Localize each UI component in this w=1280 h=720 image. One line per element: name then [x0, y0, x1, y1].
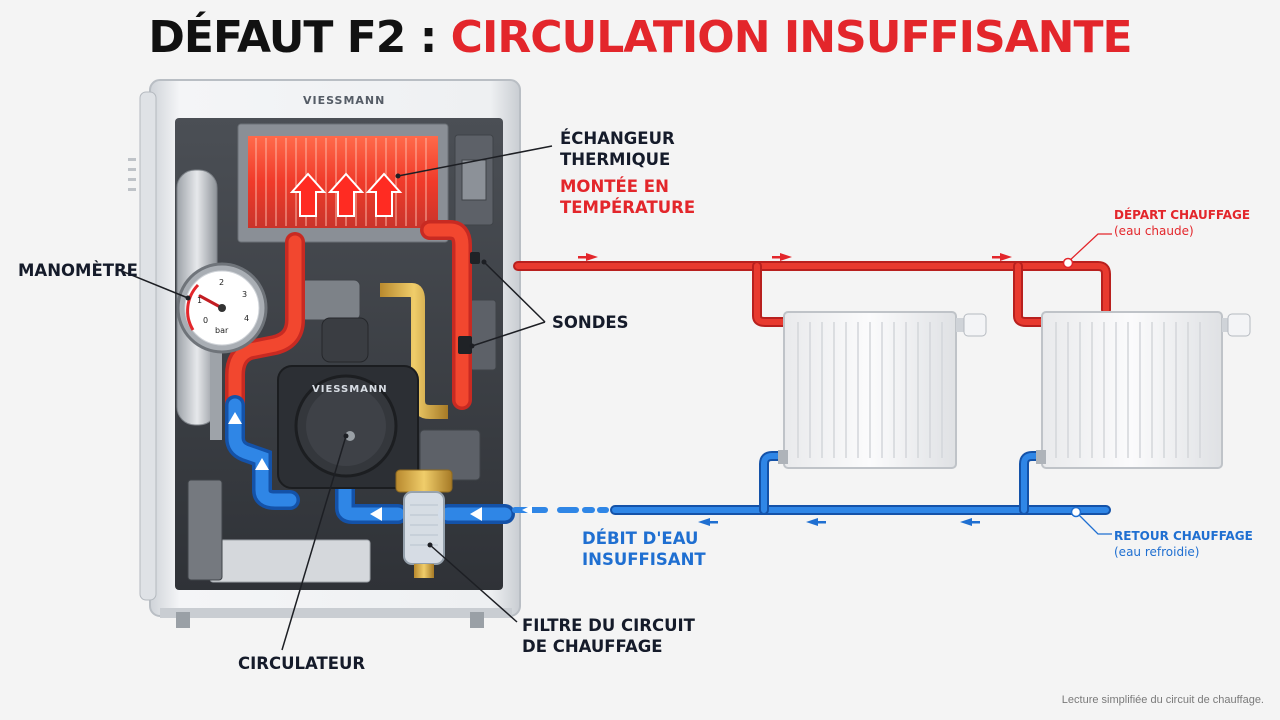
label-filtre-line1: FILTRE DU CIRCUIT [522, 616, 695, 635]
label-manometre: MANOMÈTRE [18, 261, 138, 280]
circuit-label-dots [1062, 257, 1082, 518]
gauge-tick-3: 3 [242, 290, 248, 299]
circuit-label-lines [1067, 233, 1112, 535]
title-fault-description: CIRCULATION INSUFFISANTE [450, 12, 1133, 63]
gauge-tick-1: 1 [197, 296, 203, 305]
gauge-tick-2: 2 [219, 278, 225, 287]
brass-pipe [380, 283, 448, 419]
label-echangeur: ÉCHANGEUR THERMIQUE [560, 128, 675, 170]
label-debit-line1: DÉBIT D'EAU [582, 529, 699, 548]
return-line [512, 451, 1111, 515]
supply-flow-arrows [578, 253, 1012, 261]
heating-filter [395, 469, 453, 578]
boiler-hot-pipe [225, 220, 472, 415]
footnote: Lecture simplifiée du circuit de chauffa… [1061, 694, 1264, 706]
label-montee-line2: TEMPÉRATURE [560, 198, 696, 217]
callout-lines [123, 145, 553, 651]
internal-components [187, 134, 497, 583]
gauge-tick-4: 4 [244, 314, 250, 323]
title-fault-code: DÉFAUT F2 : [148, 12, 451, 63]
page-title: DÉFAUT F2 : CIRCULATION INSUFFISANTE [0, 12, 1280, 63]
boiler-brand-logo: VIESSMANN [303, 94, 386, 107]
heat-exchanger [237, 123, 449, 243]
label-depart-chauffage: DÉPART CHAUFFAGE (eau chaude) [1114, 207, 1250, 239]
callout-dots [185, 173, 487, 548]
label-sondes: SONDES [552, 313, 629, 332]
supply-line [513, 261, 1111, 327]
label-filtre-line2: DE CHAUFFAGE [522, 637, 663, 656]
pump-brand-logo: VIESSMANN [312, 384, 388, 395]
label-retour-chauffage: RETOUR CHAUFFAGE (eau refroidie) [1114, 528, 1253, 560]
label-filtre: FILTRE DU CIRCUIT DE CHAUFFAGE [522, 615, 695, 657]
label-debit-insuffisant: DÉBIT D'EAU INSUFFISANT [582, 528, 706, 570]
label-debit-line2: INSUFFISANT [582, 550, 706, 569]
gauge-tick-0: 0 [203, 316, 209, 325]
label-retour-line1: RETOUR CHAUFFAGE [1114, 529, 1253, 543]
label-depart-line1: DÉPART CHAUFFAGE [1114, 208, 1251, 222]
label-echangeur-line1: ÉCHANGEUR [560, 129, 675, 148]
pressure-gauge [176, 262, 268, 440]
radiator-right [1036, 311, 1251, 469]
radiator-left [778, 311, 987, 469]
label-circulateur: CIRCULATEUR [238, 654, 366, 673]
return-flow-arrows [698, 518, 980, 526]
boiler-flow-arrows [228, 412, 482, 521]
label-echangeur-line2: THERMIQUE [560, 150, 671, 169]
gauge-unit: bar [215, 326, 229, 335]
sensors [458, 252, 480, 354]
label-montee-line1: MONTÉE EN [560, 177, 669, 196]
label-depart-line2: (eau chaude) [1114, 224, 1194, 238]
label-retour-line2: (eau refroidie) [1114, 545, 1200, 559]
return-inlet-arrow [522, 505, 532, 515]
circulator-pump [277, 317, 419, 489]
label-montee-temperature: MONTÉE EN TEMPÉRATURE [560, 176, 695, 218]
